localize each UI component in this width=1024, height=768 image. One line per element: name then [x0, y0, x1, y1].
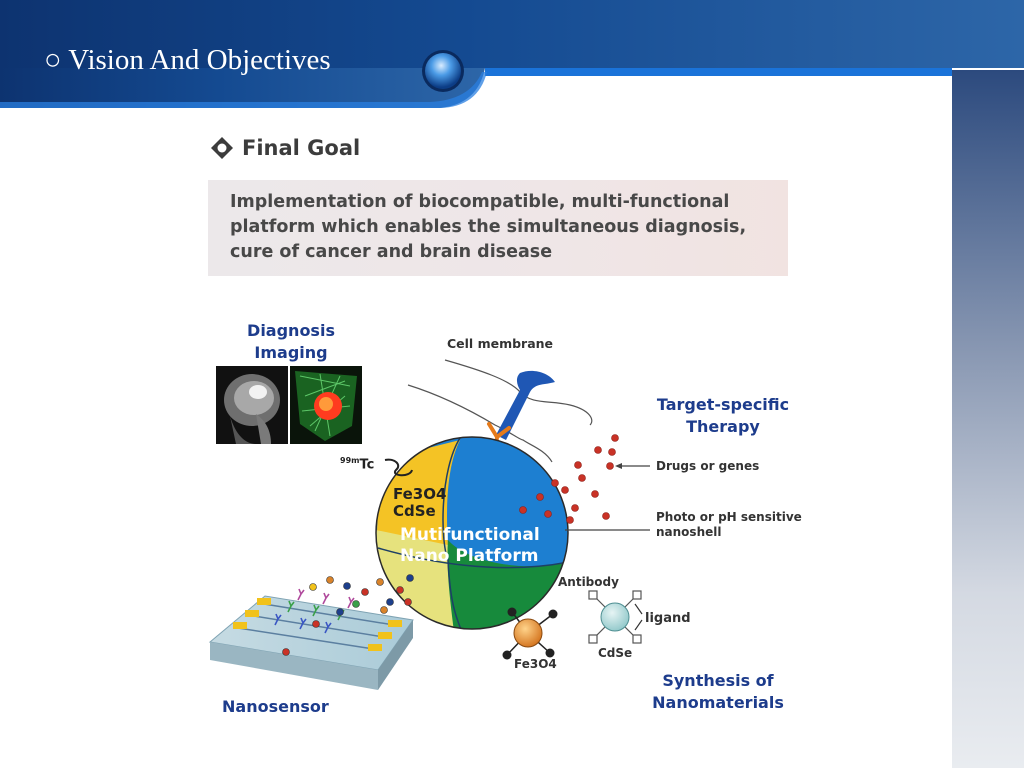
drugs-genes-label: Drugs or genes [656, 459, 760, 473]
target-label-line1: Target-specific [656, 395, 790, 414]
mri-scan-image [216, 366, 288, 444]
ligand-label: ligand [645, 611, 691, 626]
final-goal-title: Final Goal [242, 136, 361, 160]
nanoshell-label-line1: Photo or pH sensitive [656, 510, 802, 524]
nano-platform-sphere [376, 437, 568, 629]
goal-text: Implementation of biocompatible, multi-f… [230, 192, 747, 262]
cdse-nanoparticle [588, 590, 643, 644]
nanosensor-label: Nanosensor [222, 697, 329, 716]
tc-linker [384, 458, 413, 477]
goal-box [208, 180, 788, 276]
slide-title: ○ Vision And Objectives [44, 44, 331, 76]
cell-membrane-label: Cell membrane [447, 336, 554, 351]
diamond-bullet-icon [211, 137, 233, 159]
sphere-fe3o4-label: Fe3O4 [393, 485, 447, 503]
drug-dots [519, 434, 619, 524]
nanoshell-label: Photo or pH sensitive nanoshell [656, 510, 802, 540]
diagnosis-imaging-label: Diagnosis Imaging [236, 320, 346, 364]
nanoshell-label-line2: nanoshell [656, 525, 722, 539]
header-orb-icon [425, 53, 461, 89]
tc-symbol-label: Tc [359, 457, 375, 473]
tc-label: 99mTc [340, 452, 374, 474]
cell-membrane [407, 359, 593, 463]
antibody-label: Antibody [558, 575, 619, 589]
side-panel [952, 70, 1024, 768]
final-goal-heading: Final Goal [210, 136, 360, 160]
platform-label-line2: Nano Platform [400, 546, 539, 566]
target-label-line2: Therapy [686, 417, 760, 436]
diagnosis-label-line2: Imaging [254, 343, 328, 362]
sensor-particles [282, 574, 414, 656]
platform-label-line1: Mutifunctional [400, 525, 540, 545]
diagnosis-label-line1: Diagnosis [247, 321, 335, 340]
synthesis-label: Synthesis of Nanomaterials [643, 670, 793, 714]
synthesis-label-line1: Synthesis of [662, 671, 774, 690]
platform-label: Mutifunctional Nano Platform [400, 525, 540, 567]
fluorescence-image [290, 366, 362, 444]
np-cdse-label: CdSe [598, 646, 633, 660]
sphere-cdse-label: CdSe [393, 502, 436, 520]
synthesis-label-line2: Nanomaterials [652, 693, 784, 712]
tc-isotope-label: 99m [340, 456, 360, 465]
target-therapy-label: Target-specific Therapy [648, 394, 798, 438]
nanosensor-chip [208, 588, 414, 690]
fe3o4-nanoparticle [502, 607, 558, 660]
np-fe3o4-label: Fe3O4 [514, 657, 557, 671]
header-bar [0, 0, 1024, 108]
receptor-icon [496, 370, 555, 440]
